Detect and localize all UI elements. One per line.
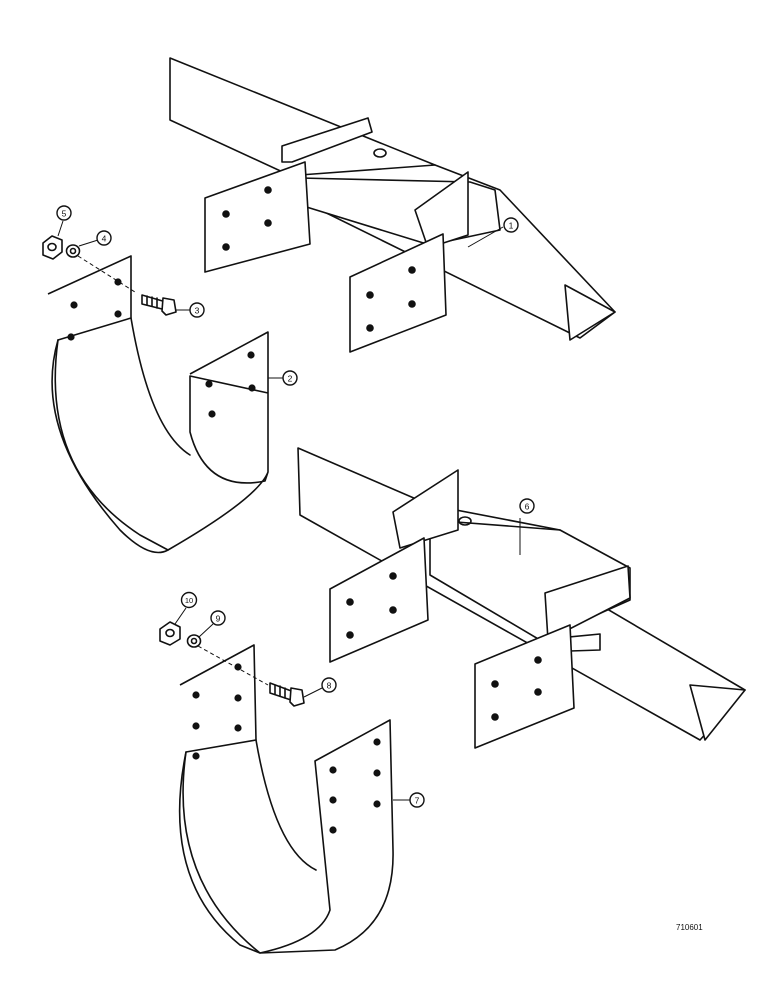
figure-code: 710601 [676,923,703,932]
callout-8: 8 [303,677,337,698]
lower-hanger-strap [178,644,394,954]
callout-2: 2 [268,370,298,386]
callout-5-label: 5 [62,209,67,219]
callout-4: 4 [78,230,112,247]
upper-right-mounting-plate [349,233,447,353]
lock-washer-upper [65,244,81,258]
callout-7: 7 [393,792,425,808]
callout-5: 5 [56,205,72,237]
callout-2-label: 2 [288,374,293,384]
callout-6-label: 6 [525,502,530,512]
callout-9-label: 9 [216,614,221,624]
callout-10-label: 10 [185,596,193,605]
hex-nut-upper [42,235,63,260]
lower-hardware [159,621,305,707]
callout-3: 3 [176,302,205,318]
upper-leader-1 [467,226,504,248]
hex-bolt-lower [269,682,305,707]
lower-right-mounting-plate [474,624,575,749]
callout-4-label: 4 [102,234,107,244]
callout-1: 1 [503,217,519,233]
lock-washer-lower [186,634,202,648]
hex-nut-lower [159,621,181,646]
callout-9: 9 [198,610,226,638]
upper-left-mounting-plate [204,161,311,273]
callout-3-label: 3 [195,306,200,316]
callout-6: 6 [519,498,535,514]
callout-1-label: 1 [509,221,514,231]
callout-10: 10 [174,591,198,625]
callout-7-label: 7 [415,796,420,806]
upper-hardware [42,235,177,316]
lower-frame-channel [297,447,746,741]
upper-hanger-strap [47,255,269,554]
callout-8-label: 8 [327,681,332,691]
hex-bolt-upper [141,294,177,316]
upper-frame-channel [169,57,616,341]
lower-left-mounting-plate [329,537,429,663]
